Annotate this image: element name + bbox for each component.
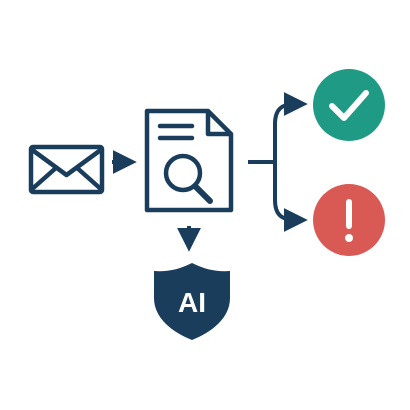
ai-label: AI bbox=[178, 287, 206, 318]
document-search-icon bbox=[144, 108, 234, 213]
branch-connector bbox=[248, 92, 308, 232]
envelope-icon bbox=[28, 144, 105, 195]
ai-shield-icon: AI bbox=[154, 263, 230, 340]
exclamation-circle-icon bbox=[313, 184, 385, 256]
checkmark-circle-icon bbox=[313, 69, 385, 141]
